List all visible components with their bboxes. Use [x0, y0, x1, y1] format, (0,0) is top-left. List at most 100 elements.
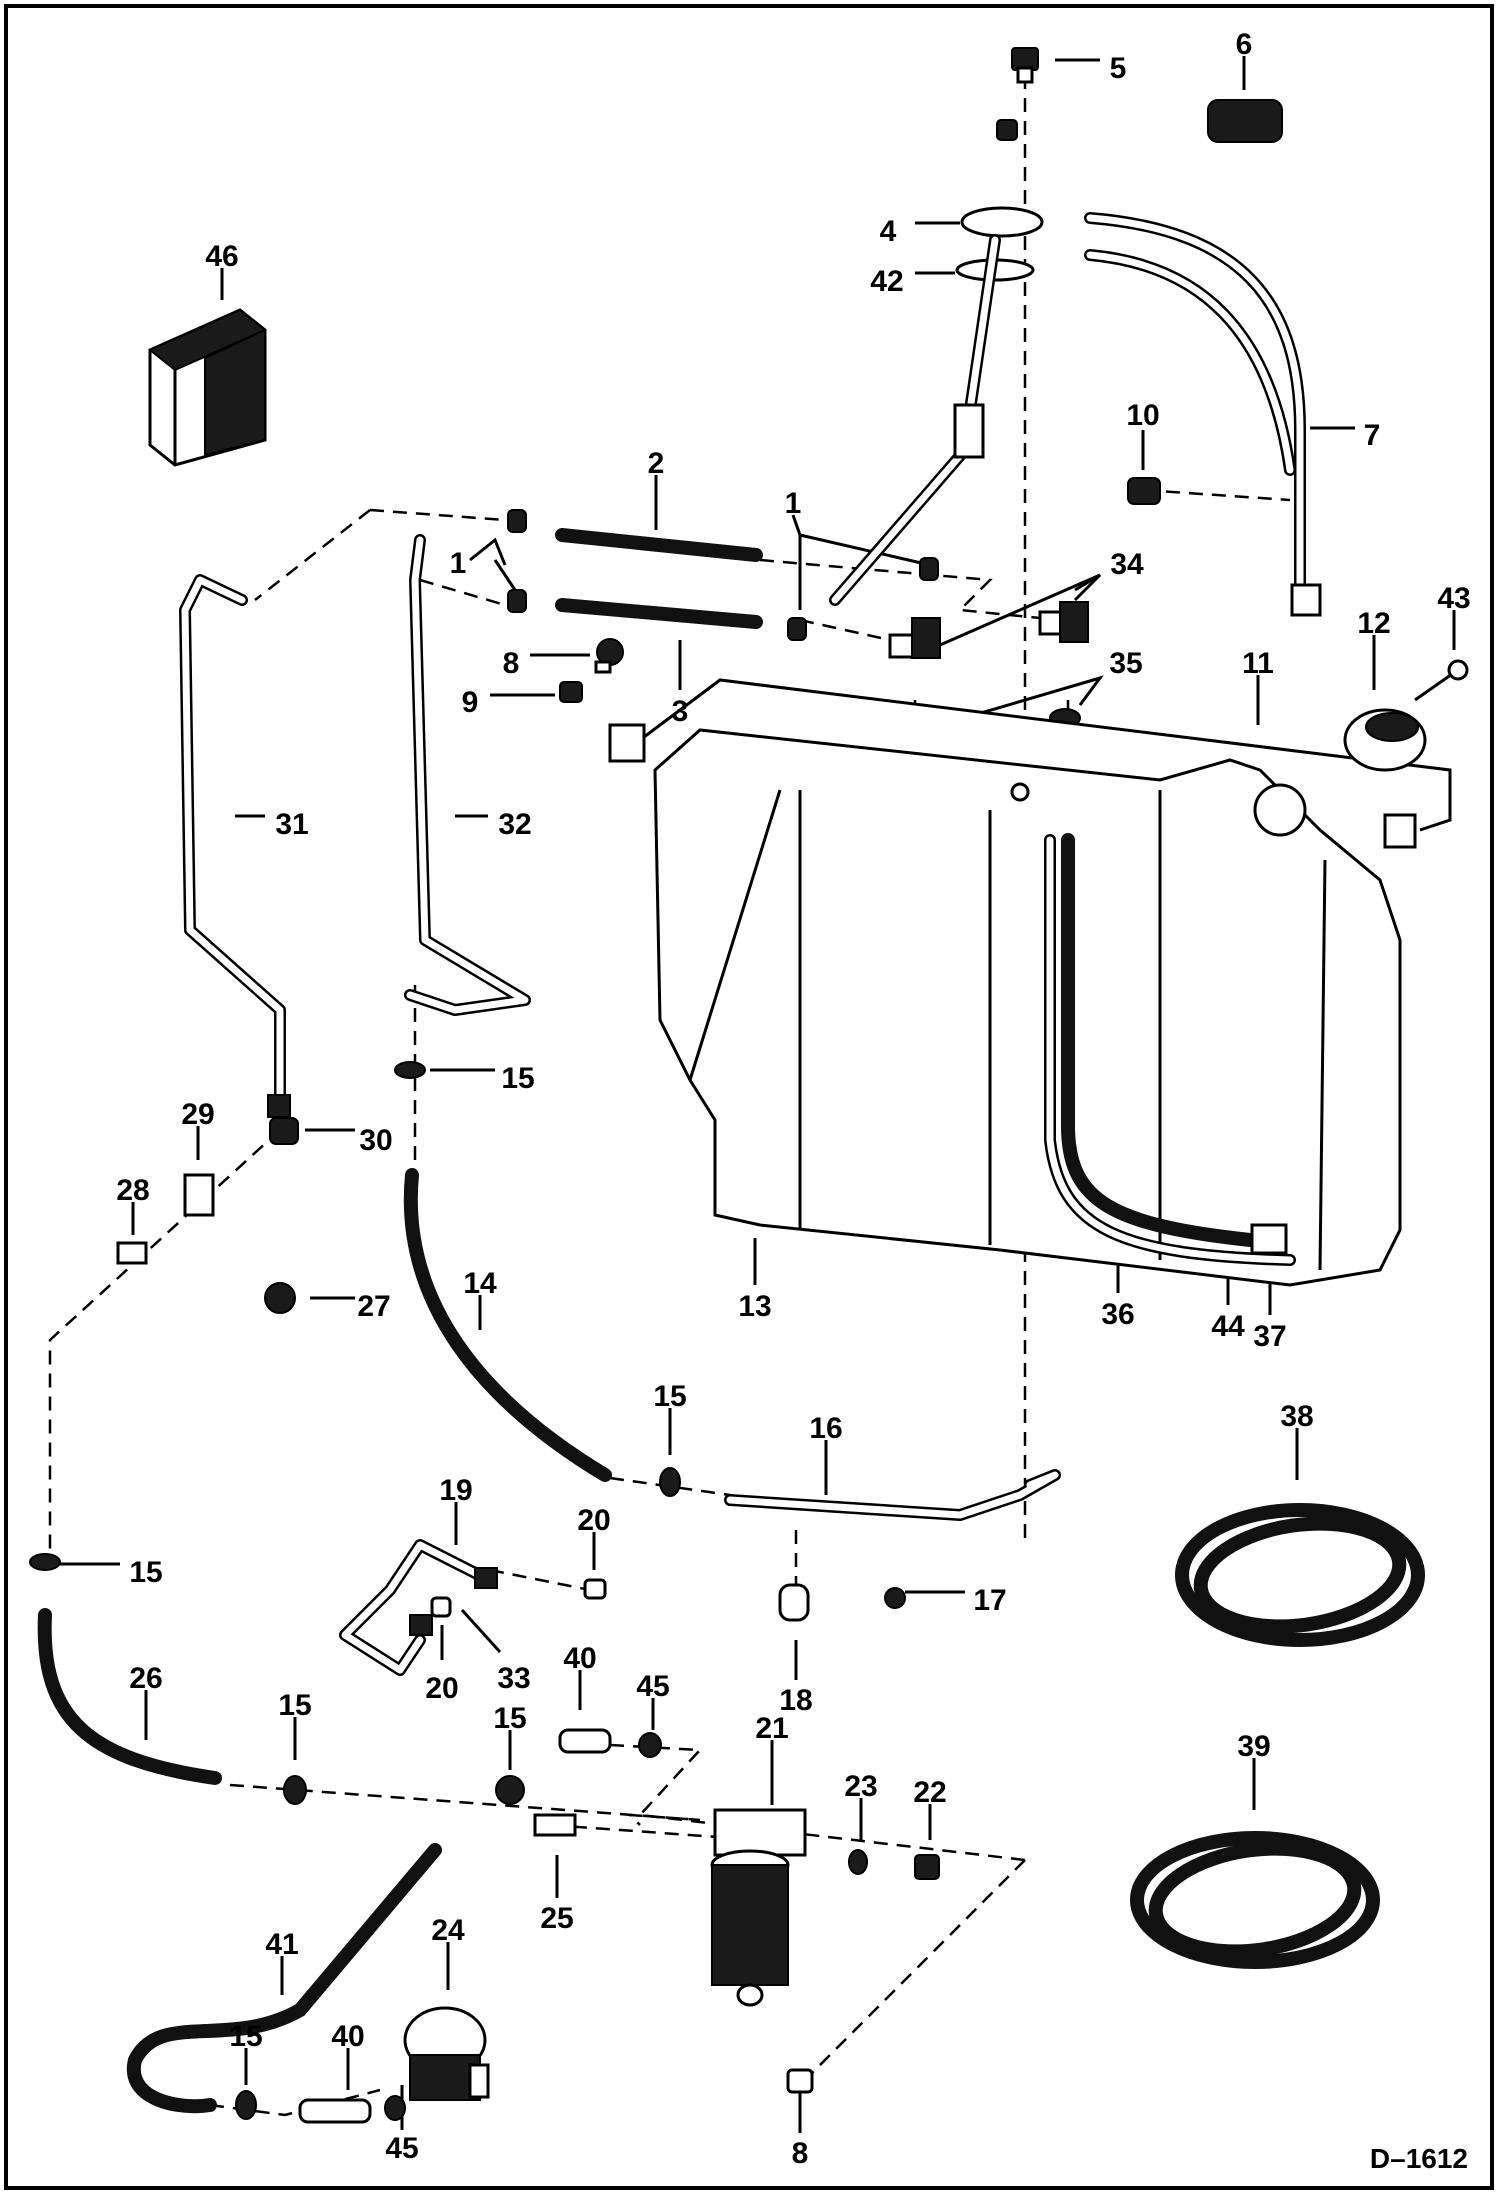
diagram-frame [4, 4, 1494, 2190]
part-sender-arm [829, 234, 1001, 606]
part-28-fitting [116, 1241, 148, 1265]
callout-29: 29 [181, 1098, 214, 1131]
part-26-hose [37, 1608, 222, 1785]
part-3-hose [555, 598, 763, 629]
callout-10: 10 [1126, 399, 1159, 432]
part-16-tube [724, 1469, 1061, 1521]
callout-8: 8 [503, 647, 520, 680]
part-8-bolt [786, 2068, 814, 2094]
callout-8: 8 [792, 2137, 809, 2170]
part-22-bleed-screw [914, 1854, 940, 1880]
part-20-cap [430, 1596, 452, 1618]
callout-15: 15 [653, 1380, 686, 1413]
part-21-fuel-filter [710, 1808, 807, 2007]
callout-15: 15 [229, 2020, 262, 2053]
part-1-clamp [507, 589, 527, 613]
callout-14: 14 [463, 1267, 497, 1300]
part-1-clamp [787, 617, 807, 641]
callout-18: 18 [779, 1684, 812, 1717]
part-15-clamp [29, 1553, 61, 1571]
callout-21: 21 [755, 1712, 788, 1745]
callout-16: 16 [809, 1412, 842, 1445]
part-31-tube [179, 574, 291, 1118]
part-17-nut [884, 1587, 906, 1609]
part-1-clamp [507, 509, 527, 533]
part-41-hose [126, 1843, 442, 2114]
callout-22: 22 [913, 1776, 946, 1809]
callout-40: 40 [563, 1642, 596, 1675]
callout-12: 12 [1357, 607, 1390, 640]
callout-13: 13 [738, 1290, 771, 1323]
part-15-clamp [283, 1775, 307, 1805]
callout-30: 30 [359, 1124, 392, 1157]
callout-15: 15 [493, 1702, 526, 1735]
callout-1: 1 [450, 547, 467, 580]
part-38-coiled-hose [1175, 1503, 1425, 1647]
part-6-hose-segment [1207, 99, 1283, 143]
callout-34: 34 [1110, 548, 1144, 581]
part-4-sender-plate [960, 206, 1044, 238]
callout-20: 20 [577, 1504, 610, 1537]
callout-26: 26 [129, 1662, 162, 1695]
callout-46: 46 [205, 240, 238, 273]
leader-lines [60, 56, 1456, 2133]
part-nut [996, 119, 1018, 141]
callout-43: 43 [1437, 582, 1470, 615]
callout-25: 25 [540, 1902, 573, 1935]
callout-31: 31 [275, 808, 308, 841]
part-2-hose [555, 528, 763, 562]
part-24-fuel-pump [403, 2006, 490, 2101]
callout-11: 11 [1242, 647, 1274, 680]
callout-39: 39 [1237, 1730, 1270, 1763]
part-40-banjo-fitting [298, 2098, 372, 2124]
part-15-clamp [659, 1467, 681, 1497]
callout-36: 36 [1101, 1298, 1134, 1331]
diagram-code: D–1612 [1370, 2143, 1468, 2174]
callout-1: 1 [785, 487, 802, 520]
part-13-fuel-tank [653, 728, 1402, 1287]
callout-24: 24 [431, 1914, 465, 1947]
callout-4: 4 [880, 215, 897, 248]
callout-23: 23 [844, 1770, 877, 1803]
callout-41: 41 [265, 1928, 298, 1961]
callout-33: 33 [497, 1662, 530, 1695]
part-34-elbow [1038, 601, 1089, 643]
part-39-coiled-hose [1130, 1831, 1380, 1969]
part-12-filler-cap [1343, 708, 1427, 772]
part-23-washer [848, 1849, 868, 1875]
part-15-clamp [495, 1775, 525, 1805]
part-45-washer [638, 1732, 662, 1758]
callout-3: 3 [672, 695, 689, 728]
part-36-pickup-tube [1044, 833, 1296, 1266]
part-43-bolt [1414, 659, 1469, 702]
part-15-clamp [394, 1061, 426, 1079]
callout-19: 19 [439, 1474, 472, 1507]
callout-20: 20 [425, 1672, 458, 1705]
callout-44: 44 [1211, 1310, 1245, 1343]
callout-7: 7 [1364, 419, 1381, 452]
part-40-banjo-fitting [558, 1728, 612, 1754]
part-45-washer [384, 2095, 406, 2121]
part-27-nut [264, 1282, 296, 1314]
part-5-bolt [1011, 47, 1039, 84]
part-1-clamp [919, 557, 939, 581]
part-8-fitting [594, 638, 624, 674]
callout-6: 6 [1236, 28, 1253, 61]
part-18-clip [778, 1583, 810, 1622]
callout-27: 27 [357, 1290, 390, 1323]
callout-28: 28 [116, 1174, 149, 1207]
part-34-elbow [888, 617, 941, 659]
callout-35: 35 [1109, 647, 1142, 680]
callout-45: 45 [385, 2132, 418, 2165]
part-32-tube [404, 534, 531, 1016]
callout-17: 17 [973, 1584, 1006, 1617]
part-7-wire-harness [1084, 212, 1322, 617]
callout-32: 32 [498, 808, 531, 841]
callout-15: 15 [501, 1062, 534, 1095]
part-9-clip [559, 681, 583, 703]
part-15-clamp [235, 2090, 257, 2120]
callout-38: 38 [1280, 1400, 1313, 1433]
callout-2: 2 [648, 447, 665, 480]
